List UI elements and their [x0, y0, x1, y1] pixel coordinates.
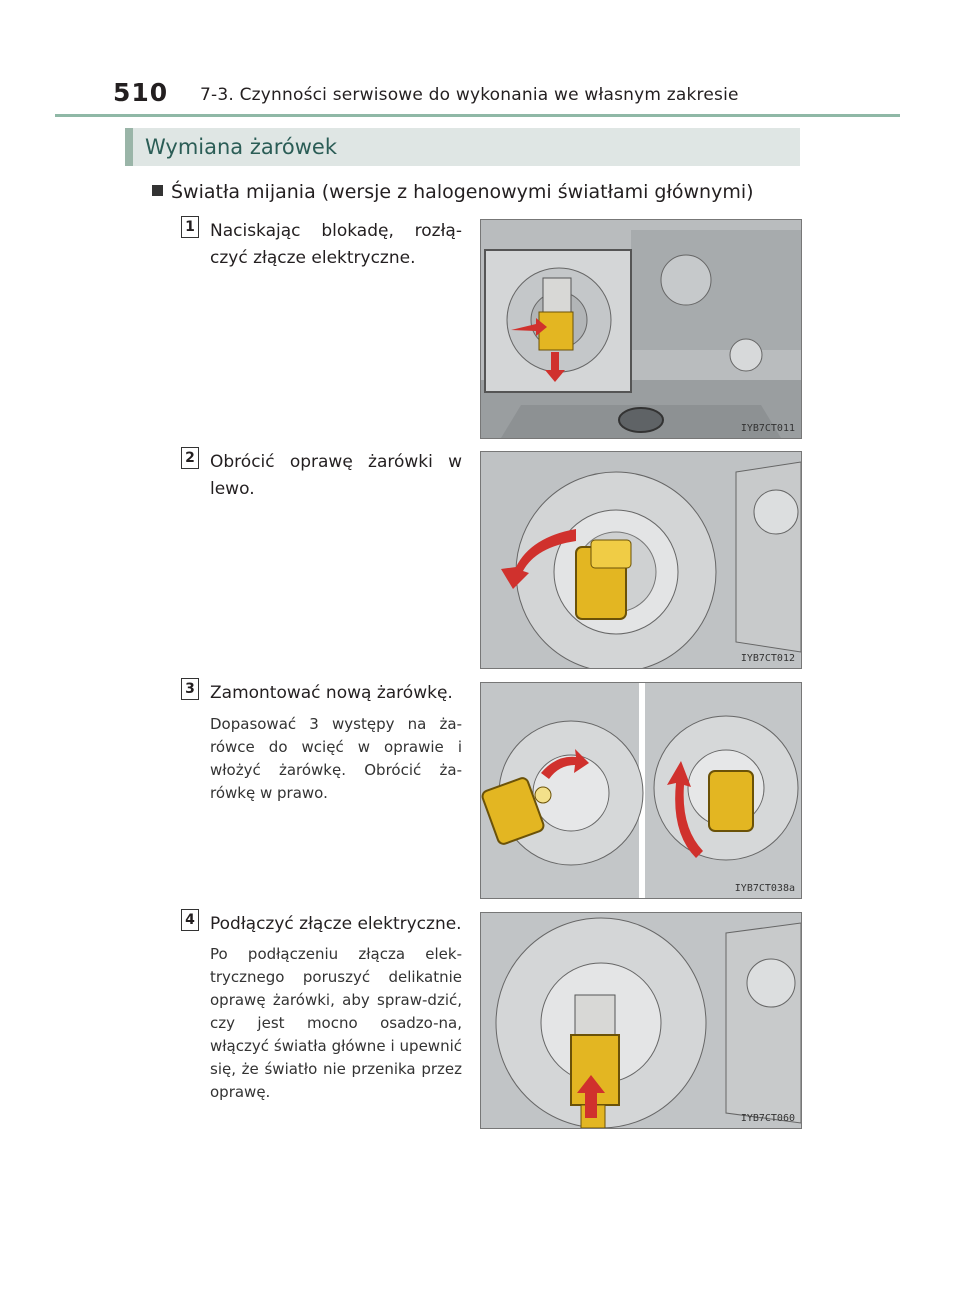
- bulb-holder-illustration: [481, 452, 801, 668]
- figure-code-4: IYB7CT060: [740, 1113, 795, 1124]
- step-text-4: Podłączyć złącze elektryczne.: [210, 914, 462, 934]
- header-rule: [55, 114, 900, 117]
- sub-heading: Światła mijania (wersje z halogenowymi ś…: [152, 181, 754, 203]
- step-badge-3: 3: [181, 678, 199, 700]
- connector-illustration: [481, 913, 801, 1128]
- section-title-bar: Wymiana żarówek: [125, 128, 800, 166]
- figure-step-1: IYB7CT011: [480, 219, 802, 439]
- figure-code-2: IYB7CT012: [740, 653, 795, 664]
- step-text-1: Naciskając blokadę, rozłą-czyć złącze el…: [210, 221, 462, 268]
- bullet-square-icon: [152, 185, 163, 196]
- step-note-4: Po podłączeniu złącza elek-trycznego por…: [210, 945, 462, 1101]
- figure-code-1: IYB7CT011: [740, 423, 795, 434]
- bulb-install-illustration: [481, 683, 801, 898]
- step-text-2: Obrócić oprawę żarówki w lewo.: [210, 452, 462, 499]
- figure-step-3: IYB7CT038a: [480, 682, 802, 899]
- step-text-3: Zamontować nową żarówkę.: [210, 683, 453, 703]
- figure-step-4: IYB7CT060: [480, 912, 802, 1129]
- step-note-3: Dopasować 3 występy na ża-rówce do wcięć…: [210, 715, 462, 802]
- page-number: 510: [113, 78, 169, 107]
- step-badge-2: 2: [181, 447, 199, 469]
- running-header: 7-3. Czynności serwisowe do wykonania we…: [200, 85, 739, 105]
- step-badge-4: 4: [181, 909, 199, 931]
- title-bar-accent: [125, 128, 133, 166]
- step-badge-1: 1: [181, 216, 199, 238]
- section-title: Wymiana żarówek: [145, 135, 338, 159]
- figure-code-3: IYB7CT038a: [734, 883, 795, 894]
- engine-bay-illustration: [481, 220, 801, 438]
- sub-heading-text: Światła mijania (wersje z halogenowymi ś…: [171, 181, 754, 203]
- figure-step-2: IYB7CT012: [480, 451, 802, 669]
